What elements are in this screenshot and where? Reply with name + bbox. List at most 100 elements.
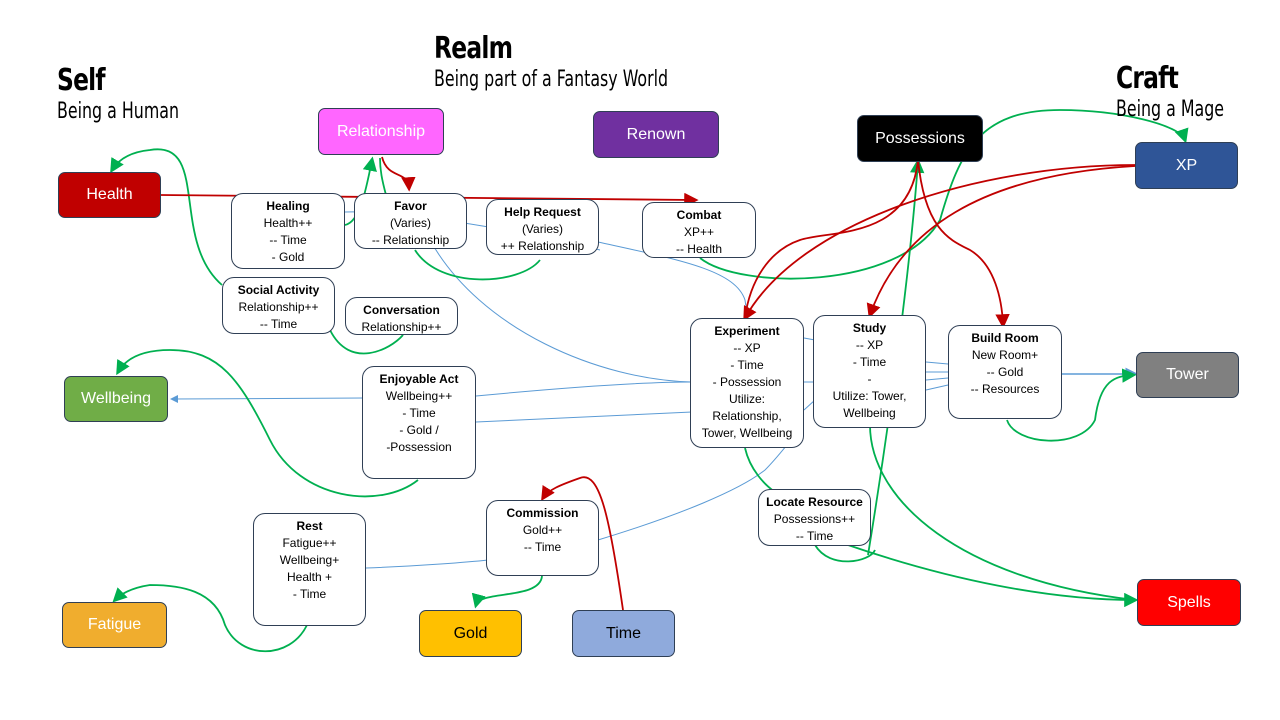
activity-line: XP++ (683, 225, 715, 239)
resource-health[interactable]: Health (58, 172, 161, 218)
activity-line: -- Health (675, 242, 722, 256)
resource-label: Spells (1167, 593, 1211, 611)
activity-line: -- Relationship (371, 233, 450, 247)
wire-cost (743, 164, 1136, 322)
activity-line: Fatigue++ (282, 536, 337, 550)
activity-line: Utilize: (728, 392, 765, 406)
activity-commission[interactable]: Commission Gold++ -- Time (486, 500, 599, 576)
resource-gold[interactable]: Gold (419, 610, 522, 657)
resource-renown[interactable]: Renown (593, 111, 719, 158)
wire-utilize (475, 411, 693, 423)
resource-wellbeing[interactable]: Wellbeing (64, 376, 168, 422)
wire-gain (847, 544, 1139, 608)
activity-line: Health++ (263, 216, 313, 230)
activity-line: -- Gold (986, 365, 1024, 379)
activity-rest[interactable]: Rest Fatigue++ Wellbeing+ Health + - Tim… (253, 513, 366, 626)
activity-line: - Time (852, 355, 887, 369)
activity-experiment[interactable]: Experiment -- XP - Time - Possession Uti… (690, 318, 804, 448)
activity-locate-resource[interactable]: Locate Resource Possessions++ -- Time (758, 489, 871, 546)
wire-utilize (429, 239, 693, 383)
activity-line: Gold++ (522, 523, 563, 537)
activity-favor[interactable]: Favor (Varies) -- Relationship (354, 193, 467, 249)
activity-name: Conversation (363, 303, 440, 317)
wire-utilize (475, 381, 693, 397)
activity-line: Possessions++ (773, 512, 856, 526)
heading-craft: Craft Being a Mage (1116, 62, 1266, 124)
activity-name: Experiment (714, 324, 780, 338)
activity-line: New Room+ (971, 348, 1039, 362)
resource-label: Tower (1166, 366, 1209, 383)
wire-cost (866, 165, 1136, 319)
wire-gain (471, 575, 543, 609)
activity-line: ++ Relationship (500, 239, 585, 253)
activity-line: -- Resources (970, 382, 1040, 396)
activity-line: -- XP (733, 341, 761, 355)
activity-study[interactable]: Study -- XP - Time - Utilize: Tower, Wel… (813, 315, 926, 428)
resource-label: Wellbeing (81, 390, 151, 407)
activity-line: Wellbeing+ (279, 553, 340, 567)
wire-utilize (365, 559, 489, 569)
wire-gain (379, 157, 387, 196)
activity-build-room[interactable]: Build Room New Room+ -- Gold -- Resource… (948, 325, 1062, 419)
heading-self-title: Self (57, 63, 106, 98)
resource-relationship[interactable]: Relationship (318, 108, 444, 155)
activity-name: Study (852, 321, 887, 335)
activity-line: - Time (730, 358, 764, 372)
activity-line: -- XP (855, 338, 884, 352)
activity-name: Build Room (971, 331, 1039, 345)
activity-social-activity[interactable]: Social Activity Relationship++ -- Time (222, 277, 335, 334)
activity-line: - Time (402, 406, 436, 420)
wire-gain (744, 447, 776, 493)
resource-spells[interactable]: Spells (1137, 579, 1241, 626)
resource-label: Time (606, 624, 641, 642)
resource-label: Fatigue (87, 616, 142, 633)
activity-help-request[interactable]: Help Request (Varies) ++ Relationship (486, 199, 599, 255)
resource-label: Gold (453, 624, 488, 642)
resource-time[interactable]: Time (572, 610, 675, 657)
activity-combat[interactable]: Combat XP++ -- Health (642, 202, 756, 258)
resource-fatigue[interactable]: Fatigue (62, 602, 167, 648)
wire-gain (814, 544, 876, 563)
heading-realm-subtitle: Being part of a Fantasy World (434, 67, 669, 92)
wire-cost (744, 159, 919, 319)
activity-enjoyable-act[interactable]: Enjoyable Act Wellbeing++ - Time - Gold … (362, 366, 476, 479)
activity-line: Relationship, (712, 409, 782, 423)
activity-line: Tower, Wellbeing (701, 426, 793, 440)
activity-name: Combat (676, 208, 722, 222)
activity-line: - Possession (712, 375, 782, 389)
activity-name: Rest (296, 519, 323, 533)
resource-xp[interactable]: XP (1135, 142, 1238, 189)
activity-name: Social Activity (237, 283, 320, 297)
wire-gain (869, 424, 1136, 601)
heading-craft-subtitle: Being a Mage (1116, 97, 1225, 122)
wire-cost (381, 156, 416, 192)
activity-line: Wellbeing (843, 406, 896, 420)
resource-tower[interactable]: Tower (1136, 352, 1239, 398)
wire-utilize (925, 361, 949, 365)
activity-line: (Varies) (521, 222, 564, 236)
resource-label: Relationship (336, 122, 426, 140)
activity-line: -- Time (523, 540, 562, 554)
activity-line: (Varies) (389, 216, 432, 230)
heading-craft-title: Craft (1116, 61, 1179, 96)
wire-cost (917, 159, 1010, 329)
heading-self: Self Being a Human (57, 64, 226, 126)
activity-name: Enjoyable Act (379, 372, 459, 386)
activity-line: - Time (292, 587, 327, 601)
resource-label: Health (86, 186, 133, 203)
heading-self-subtitle: Being a Human (57, 99, 180, 124)
heading-realm: Realm Being part of a Fantasy World (434, 32, 759, 94)
wire-utilize (925, 384, 949, 391)
wire-utilize (170, 394, 365, 403)
activity-name: Favor (394, 199, 427, 213)
activity-name: Help Request (504, 205, 581, 219)
activity-name: Commission (506, 506, 579, 520)
activity-name: Locate Resource (766, 495, 863, 509)
heading-realm-title: Realm (434, 31, 513, 66)
resource-possessions[interactable]: Possessions (857, 115, 983, 162)
activity-conversation[interactable]: Conversation Relationship++ (345, 297, 458, 335)
resource-label: XP (1175, 156, 1198, 174)
activity-healing[interactable]: Healing Health++ -- Time - Gold (231, 193, 345, 269)
activity-line: - (867, 372, 872, 386)
activity-line: Relationship++ (361, 320, 442, 334)
